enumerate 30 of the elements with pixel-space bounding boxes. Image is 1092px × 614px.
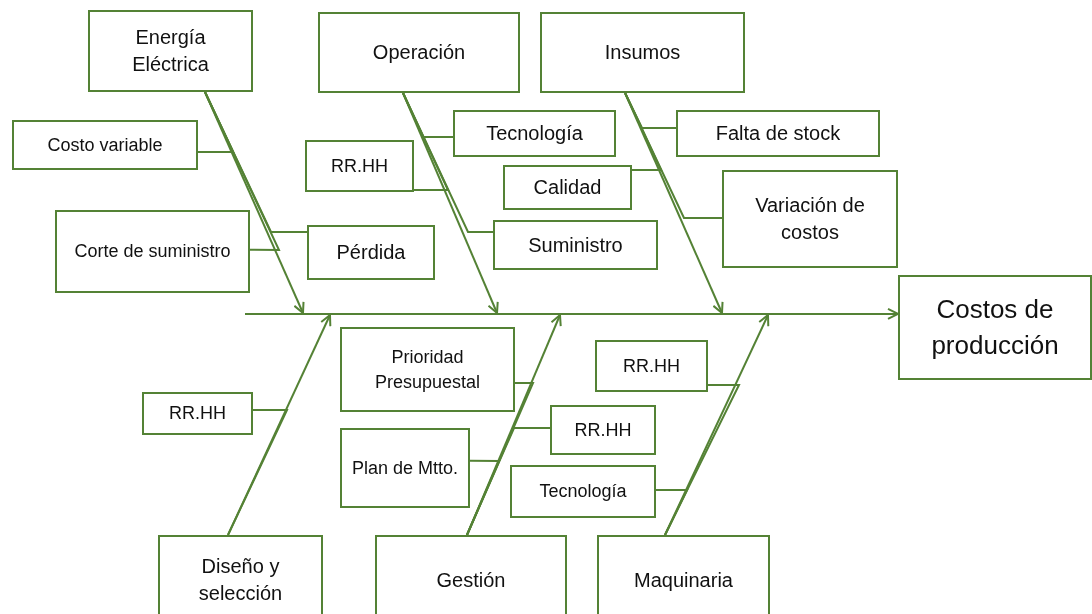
cause-box: RR.HH <box>550 405 656 455</box>
cause-box: Tecnología <box>510 465 656 518</box>
category-box: Gestión <box>375 535 567 614</box>
effect-box: Costos de producción <box>898 275 1092 380</box>
arrow <box>859 307 899 320</box>
category-box: Diseño y selección <box>158 535 323 614</box>
cause-box: Costo variable <box>12 120 198 170</box>
category-box: Operación <box>318 12 520 93</box>
branch-line <box>226 409 289 536</box>
cause-box: Prioridad Presupuestal <box>340 327 515 412</box>
cause-box: Variación de costos <box>722 170 898 268</box>
branch-line <box>624 92 723 219</box>
cause-box: RR.HH <box>595 340 708 392</box>
cause-box: Plan de Mtto. <box>340 428 470 508</box>
category-box: Energía Eléctrica <box>88 10 253 92</box>
spine-line <box>245 313 860 315</box>
category-box: Insumos <box>540 12 745 93</box>
cause-box: Corte de suministro <box>55 210 250 293</box>
category-box: Maquinaria <box>597 535 770 614</box>
cause-box: Pérdida <box>307 225 435 280</box>
cause-box: Falta de stock <box>676 110 880 157</box>
cause-box: RR.HH <box>142 392 253 435</box>
cause-box: Suministro <box>493 220 658 270</box>
branch-line <box>402 92 494 233</box>
cause-box: Tecnología <box>453 110 616 157</box>
branch-line <box>655 488 689 536</box>
branch-line <box>204 91 308 233</box>
branch-line <box>465 459 501 536</box>
cause-box: RR.HH <box>305 140 414 192</box>
cause-box: Calidad <box>503 165 632 210</box>
